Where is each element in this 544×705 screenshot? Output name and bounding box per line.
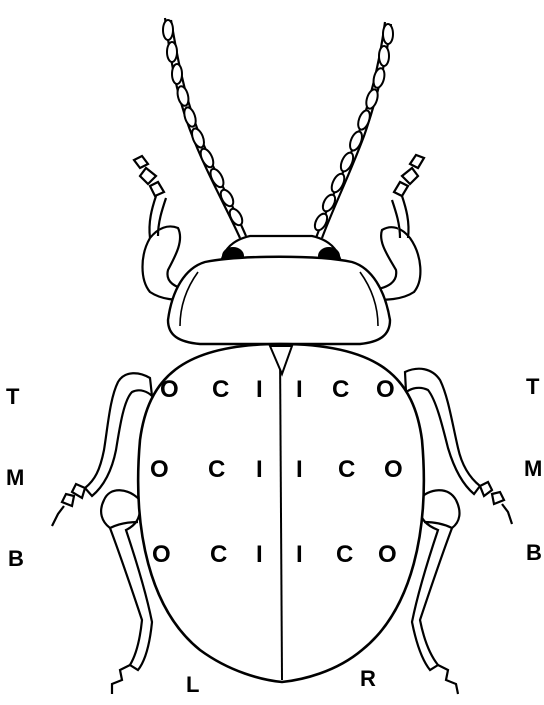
left-label-bottom: B (8, 546, 24, 571)
grid-row3-left-outer: O (152, 541, 171, 568)
grid-row2-right-center: C (338, 456, 355, 483)
bottom-label-right: R (360, 666, 376, 691)
grid-row2-left-center: C (208, 456, 225, 483)
grid-row3-right-outer: O (378, 541, 397, 568)
grid-row2-left-inner: I (256, 456, 263, 483)
grid-row3-right-center: C (336, 541, 353, 568)
grid-row1-left-outer: O (160, 376, 179, 403)
grid-row3-left-center: C (210, 541, 227, 568)
grid-row1-left-center: C (212, 376, 229, 403)
left-label-middle: M (6, 465, 24, 490)
right-label-top: T (526, 374, 540, 399)
left-antenna-segments (163, 20, 245, 227)
grid-row2-left-outer: O (150, 456, 169, 483)
left-labels: T M B (6, 384, 24, 571)
right-antenna-segments (312, 24, 393, 232)
right-label-bottom: B (526, 540, 542, 565)
front-right-leg (370, 155, 424, 300)
grid-row1-left-inner: I (256, 376, 263, 403)
pronotum (168, 257, 390, 344)
grid-row3-right-inner: I (296, 541, 303, 568)
grid-row1-right-center: C (332, 376, 349, 403)
grid-row1-right-inner: I (296, 376, 303, 403)
right-label-middle: M (524, 456, 542, 481)
bottom-label-left: L (186, 672, 199, 697)
grid-row2-right-inner: I (296, 456, 303, 483)
grid-row2-right-outer: O (384, 456, 403, 483)
grid-row3-left-inner: I (256, 541, 263, 568)
left-label-top: T (6, 384, 20, 409)
grid-row1-right-outer: O (376, 376, 395, 403)
right-labels: T M B (524, 374, 542, 565)
